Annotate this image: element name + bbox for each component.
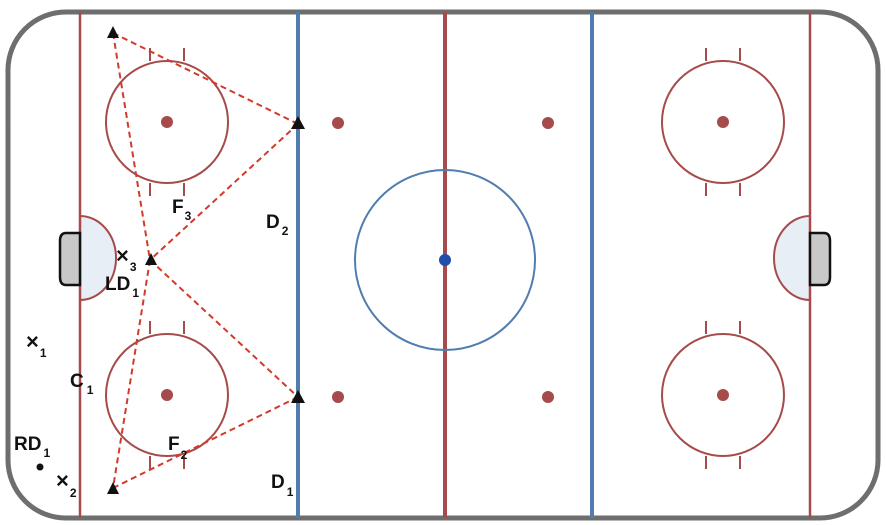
left-goal-crease [79, 214, 117, 302]
label-x2: ×2 [56, 468, 77, 500]
label-f3: F3 [172, 197, 192, 223]
neutral-zone-dot [332, 391, 344, 403]
rd1-puck-dot [36, 463, 44, 471]
player-marker-d1 [291, 390, 305, 403]
neutral-zone-dot [542, 117, 554, 129]
player-marker-ld1 [145, 253, 157, 265]
right-bottom-faceoff-circle [661, 321, 785, 469]
right-goal-net [808, 231, 832, 287]
label-x3: ×3 [116, 243, 137, 274]
center-faceoff-dot [439, 254, 451, 266]
neutral-zone-dot [332, 117, 344, 129]
left-top-faceoff-circle [105, 48, 229, 196]
label-x1: ×1 [26, 329, 47, 360]
play-routes [112, 32, 299, 489]
left-goal-net [58, 231, 82, 287]
neutral-zone-dot [542, 391, 554, 403]
right-goal-crease [773, 214, 811, 302]
player-marker-f3-start [107, 26, 119, 38]
right-top-faceoff-circle [661, 48, 785, 196]
left-bottom-faceoff-circle [105, 321, 229, 469]
player-marker-d2 [291, 116, 305, 129]
center-faceoff-circle [354, 169, 536, 351]
player-marker-f2-start [107, 482, 119, 494]
label-f2: F2 [168, 434, 188, 462]
